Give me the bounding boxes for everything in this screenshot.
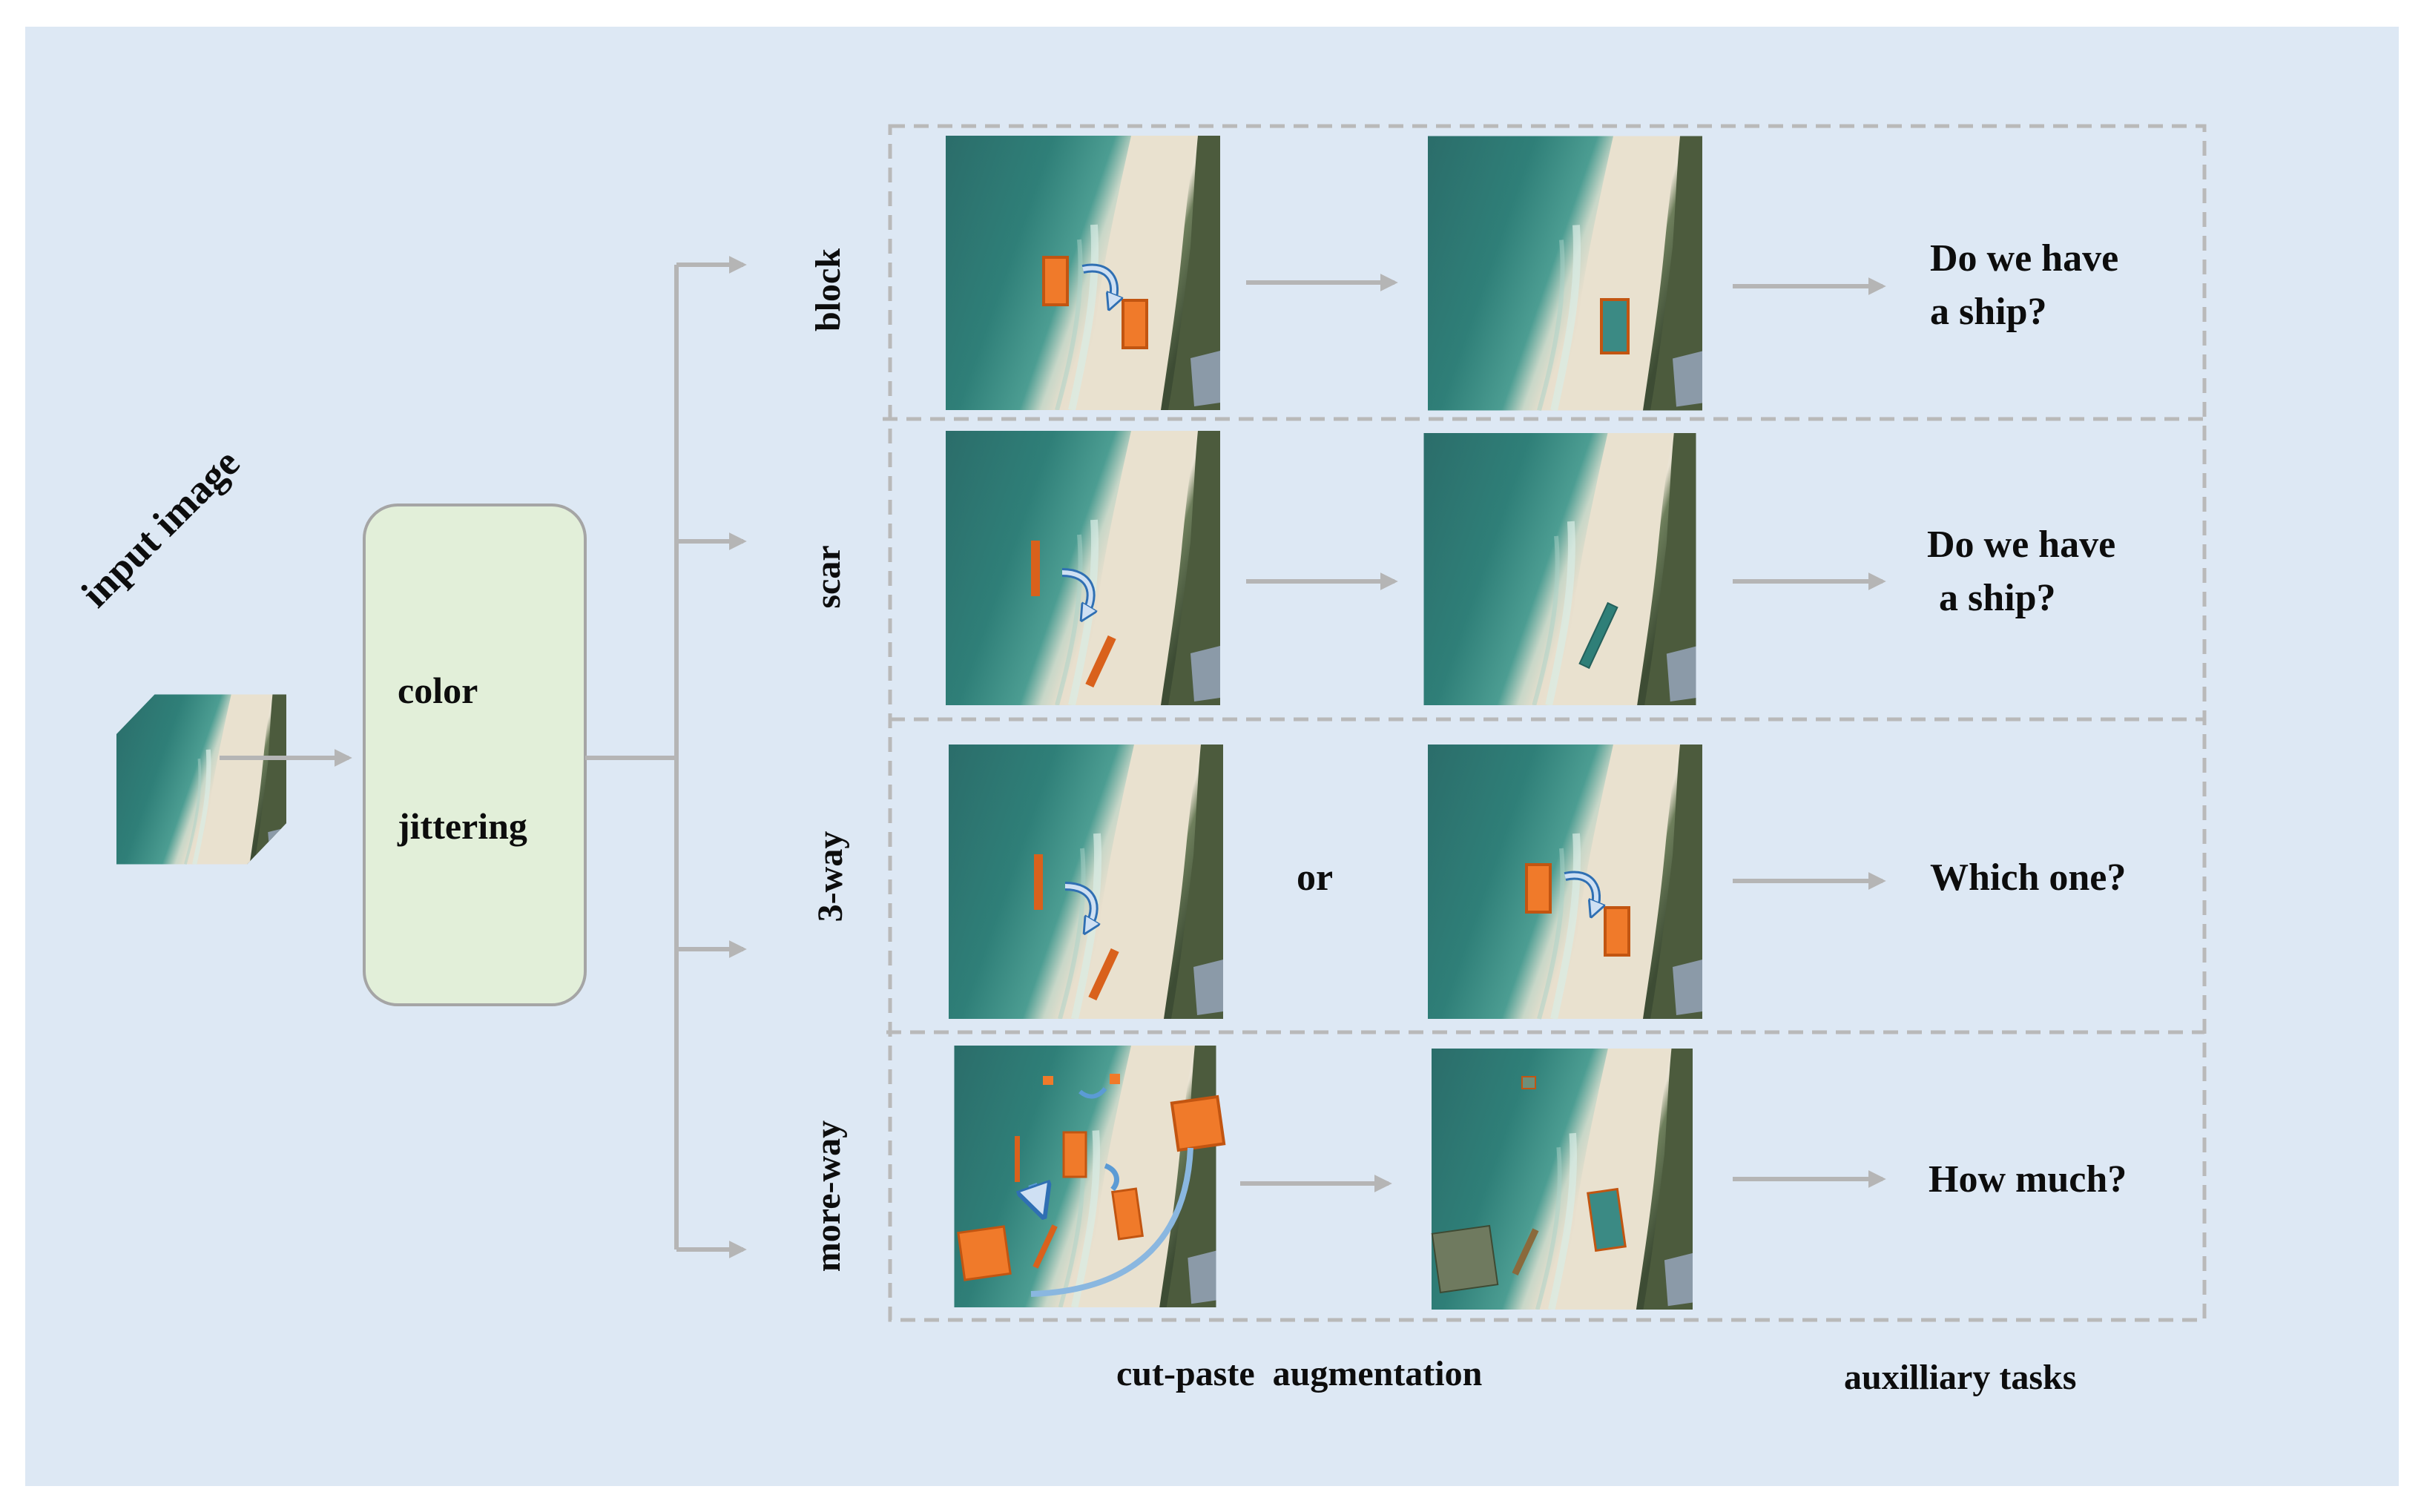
more-way-question: How much? <box>1929 1158 2127 1201</box>
jitter-box-line1: color <box>398 670 478 711</box>
color-jittering-box <box>363 504 587 1006</box>
block-augmented-image <box>1428 136 1702 411</box>
row-label-3-way: 3-way <box>811 831 850 922</box>
scar-augmented-image <box>1424 433 1696 705</box>
block-question-line1: Do we have <box>1930 237 2119 280</box>
scar-question-line2: a ship? <box>1939 577 2056 619</box>
row-label-scar: scar <box>808 545 848 609</box>
input-image <box>116 695 286 865</box>
row-label-more-way: more-way <box>808 1120 848 1272</box>
three-way-scar-image <box>949 745 1223 1019</box>
three-way-block-image <box>1428 745 1702 1019</box>
block-source-image <box>946 136 1220 410</box>
dashed-frames <box>883 124 2207 1322</box>
jitter-box-line2: jittering <box>398 805 527 847</box>
cut-paste-augmentation-label: cut-paste augmentation <box>1116 1354 1483 1393</box>
three-way-or-label: or <box>1297 856 1334 899</box>
branch-connector <box>585 256 747 1258</box>
block-question-line2: a ship? <box>1930 291 2047 333</box>
scar-source-image <box>946 431 1220 705</box>
auxilliary-tasks-label: auxilliary tasks <box>1844 1358 2077 1397</box>
more-way-augmented-image <box>1432 1049 1693 1310</box>
scar-question-line1: Do we have <box>1927 524 2116 566</box>
more-way-source-image <box>955 1046 1226 1307</box>
row-label-block: block <box>808 248 848 332</box>
three-way-question: Which one? <box>1930 856 2127 899</box>
